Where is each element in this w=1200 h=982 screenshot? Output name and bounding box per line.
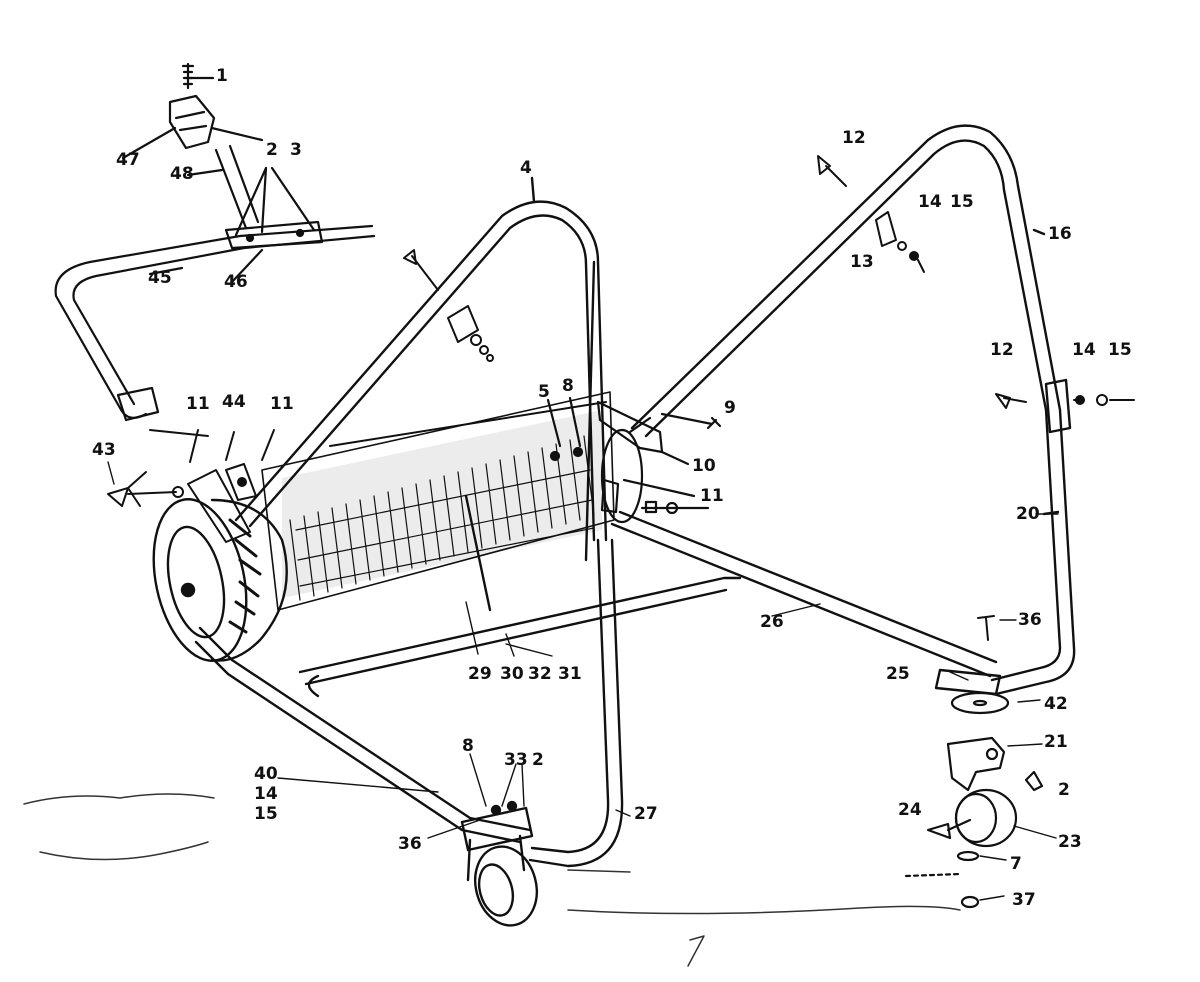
callout-31: 31: [558, 664, 582, 684]
callout-21: 21: [1044, 732, 1068, 752]
callout-14: 14: [254, 784, 278, 804]
callout-13: 13: [850, 252, 874, 272]
callout-30: 30: [500, 664, 524, 684]
callout-43: 43: [92, 440, 116, 460]
rear-caster-parts: [904, 691, 1044, 909]
callout-26: 26: [760, 612, 784, 632]
right-frame: [630, 124, 1076, 696]
callout-40: 40: [254, 764, 278, 784]
callout-15: 15: [1108, 340, 1132, 360]
callout-47: 47: [116, 150, 140, 170]
callout-2: 2: [266, 140, 278, 160]
callout-15: 15: [950, 192, 974, 212]
background-scribble: [23, 793, 961, 967]
callout-23: 23: [1058, 832, 1082, 852]
brush-roller: [261, 391, 615, 612]
callout-12: 12: [990, 340, 1014, 360]
callout-11: 11: [700, 486, 724, 506]
callout-20: 20: [1016, 504, 1040, 524]
callout-46: 46: [224, 272, 248, 292]
handle-assembly: [54, 62, 376, 422]
callout-14: 14: [918, 192, 942, 212]
callout-36: 36: [1018, 610, 1042, 630]
callout-15: 15: [254, 804, 278, 824]
callout-25: 25: [886, 664, 910, 684]
callout-8: 8: [562, 376, 574, 396]
callout-3: 3: [290, 140, 302, 160]
handle-tube: [234, 176, 608, 562]
callout-2: 2: [1058, 780, 1070, 800]
callout-11: 11: [270, 394, 294, 414]
callout-32: 32: [528, 664, 552, 684]
callout-44: 44: [222, 392, 246, 412]
callout-33: 33: [504, 750, 528, 770]
callout-2: 2: [532, 750, 544, 770]
callout-9: 9: [724, 398, 736, 418]
callout-11: 11: [186, 394, 210, 414]
callout-12: 12: [842, 128, 866, 148]
callout-36: 36: [398, 834, 422, 854]
callout-16: 16: [1048, 224, 1072, 244]
callout-24: 24: [898, 800, 922, 820]
left-hardware: [107, 429, 275, 543]
callout-1: 1: [216, 66, 228, 86]
base-frame: [194, 510, 1002, 868]
callout-5: 5: [538, 382, 550, 402]
right-hardware: [817, 155, 1135, 641]
roller-end-hub: [546, 396, 722, 524]
callout-42: 42: [1044, 694, 1068, 714]
hardware-cluster: [403, 249, 494, 362]
callout-4: 4: [520, 158, 532, 178]
callout-27: 27: [634, 804, 658, 824]
callout-10: 10: [692, 456, 716, 476]
callout-37: 37: [1012, 890, 1036, 910]
front-caster: [460, 800, 538, 927]
leader-lines: [107, 461, 1059, 901]
callout-8: 8: [462, 736, 474, 756]
callout-7: 7: [1010, 854, 1022, 874]
callout-29: 29: [468, 664, 492, 684]
callout-48: 48: [170, 164, 194, 184]
callout-14: 14: [1072, 340, 1096, 360]
callout-45: 45: [148, 268, 172, 288]
